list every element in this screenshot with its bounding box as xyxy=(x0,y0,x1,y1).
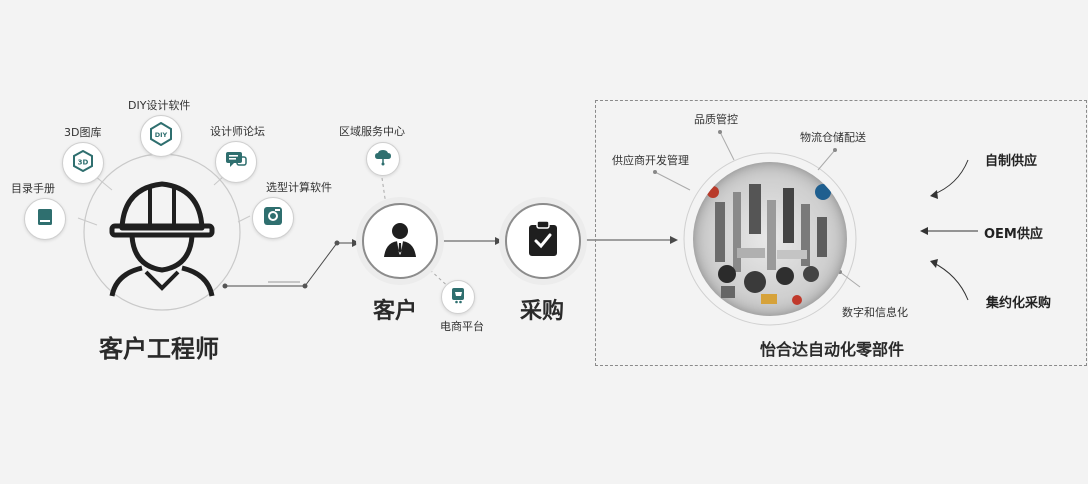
service-center-label: 区域服务中心 xyxy=(339,125,405,138)
diy-software-tool-button[interactable]: DIY xyxy=(140,115,182,157)
capability-quality: 品质管控 xyxy=(694,113,738,126)
purchase-node[interactable] xyxy=(505,203,581,279)
tool-label-selection: 选型计算软件 xyxy=(266,181,332,194)
company-title: 怡合达自动化零部件 xyxy=(760,340,905,359)
engineer-helmet-icon xyxy=(102,168,222,298)
cloud-location-icon xyxy=(374,148,392,170)
service-center-button[interactable] xyxy=(366,142,400,176)
customer-node[interactable] xyxy=(362,203,438,279)
tool-label-diy: DIY设计软件 xyxy=(128,99,191,112)
tool-label-catalog: 目录手册 xyxy=(11,182,55,195)
tool-label-forum: 设计师论坛 xyxy=(210,125,265,138)
selection-calc-tool-button[interactable] xyxy=(252,197,294,239)
3d-library-tool-button[interactable]: 3D xyxy=(62,142,104,184)
svg-text:3D: 3D xyxy=(78,159,89,167)
customer-person-icon xyxy=(380,219,420,263)
supply-oem: OEM供应 xyxy=(984,227,1043,242)
diy-software-icon: DIY xyxy=(149,121,173,150)
shopping-cart-icon xyxy=(449,286,467,308)
3d-library-icon: 3D xyxy=(72,149,94,176)
catalog-tool-button[interactable] xyxy=(24,198,66,240)
supply-centralized: 集约化采购 xyxy=(986,296,1052,311)
forum-chat-icon xyxy=(225,150,247,174)
ecommerce-label: 电商平台 xyxy=(440,320,484,333)
capability-logistics: 物流仓储配送 xyxy=(800,131,866,144)
engineer-title: 客户工程师 xyxy=(99,335,219,363)
company-box xyxy=(595,100,1087,366)
catalog-book-icon xyxy=(35,207,55,231)
supply-self-made: 自制供应 xyxy=(985,154,1038,169)
forum-tool-button[interactable] xyxy=(215,141,257,183)
capability-digital: 数字和信息化 xyxy=(842,306,908,319)
purchase-title: 采购 xyxy=(520,299,565,324)
customer-title: 客户 xyxy=(373,299,418,324)
clipboard-check-icon xyxy=(526,220,560,262)
ecommerce-button[interactable] xyxy=(441,280,475,314)
selection-calc-icon xyxy=(262,205,284,231)
parts-circle-image xyxy=(693,162,847,316)
svg-text:DIY: DIY xyxy=(155,131,168,139)
capability-supplier-dev: 供应商开发管理 xyxy=(612,154,689,167)
tool-label-3d: 3D图库 xyxy=(64,126,102,139)
